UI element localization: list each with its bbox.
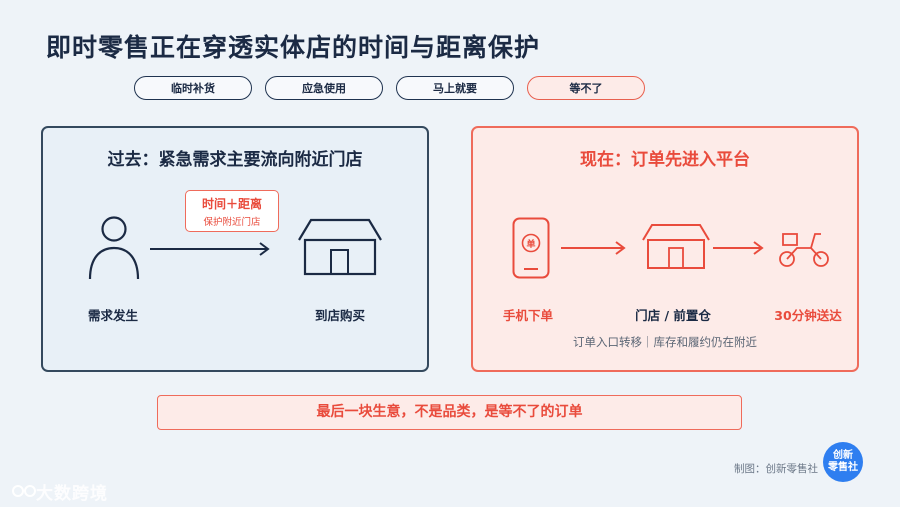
- tag-main-text: 时间＋距离: [201, 197, 262, 211]
- arrow-right-icon-1: [561, 241, 626, 255]
- panel-note: 订单入口转移｜库存和履约仍在附近: [573, 335, 757, 349]
- demand-label: 需求发生: [87, 308, 138, 323]
- chart-credit: 制图：创新零售社: [734, 463, 818, 475]
- chip-restock: 临时补货: [134, 76, 252, 100]
- brand-badge: 创新 零售社: [823, 442, 863, 482]
- tag-sub-text: 保护附近门店: [203, 217, 261, 228]
- chip-cannot-wait: 等不了: [527, 76, 645, 100]
- store-icon: [298, 218, 382, 276]
- past-panel: 过去：紧急需求主要流向附近门店 时间＋距离 保护附近门店 需求发生 到店购买: [41, 126, 429, 372]
- chip-need-now: 马上就要: [396, 76, 514, 100]
- arrow-right-icon: [150, 242, 270, 256]
- person-icon: [88, 216, 140, 280]
- phone-icon: [512, 217, 550, 279]
- present-panel: 现在：订单先进入平台 单 手机下单 门店 / 前置仓 30分钟送达 订单入口转移…: [471, 126, 859, 372]
- store-icon: [642, 224, 710, 269]
- badge-line1: 创新: [833, 450, 853, 461]
- watermark-text: 大数跨境: [36, 484, 108, 504]
- delivery-bike-icon: [779, 233, 829, 267]
- past-panel-title: 过去：紧急需求主要流向附近门店: [107, 150, 363, 170]
- present-panel-title: 现在：订单先进入平台: [580, 150, 750, 170]
- arrow-right-icon-2: [713, 241, 764, 255]
- chip-emergency: 应急使用: [265, 76, 383, 100]
- time-distance-tag: 时间＋距离 保护附近门店: [185, 190, 279, 232]
- store-visit-label: 到店购买: [314, 308, 365, 323]
- conclusion-banner: 最后一块生意，不是品类，是等不了的订单: [157, 395, 742, 430]
- step-order-label: 手机下单: [502, 308, 553, 323]
- watermark-logo-icon: [12, 485, 36, 497]
- page-title: 即时零售正在穿透实体店的时间与距离保护: [46, 33, 541, 62]
- step-delivery-label: 30分钟送达: [774, 308, 842, 323]
- step-store-label: 门店 / 前置仓: [635, 308, 711, 323]
- badge-line2: 零售社: [828, 462, 858, 473]
- phone-order-glyph: 单: [526, 240, 536, 250]
